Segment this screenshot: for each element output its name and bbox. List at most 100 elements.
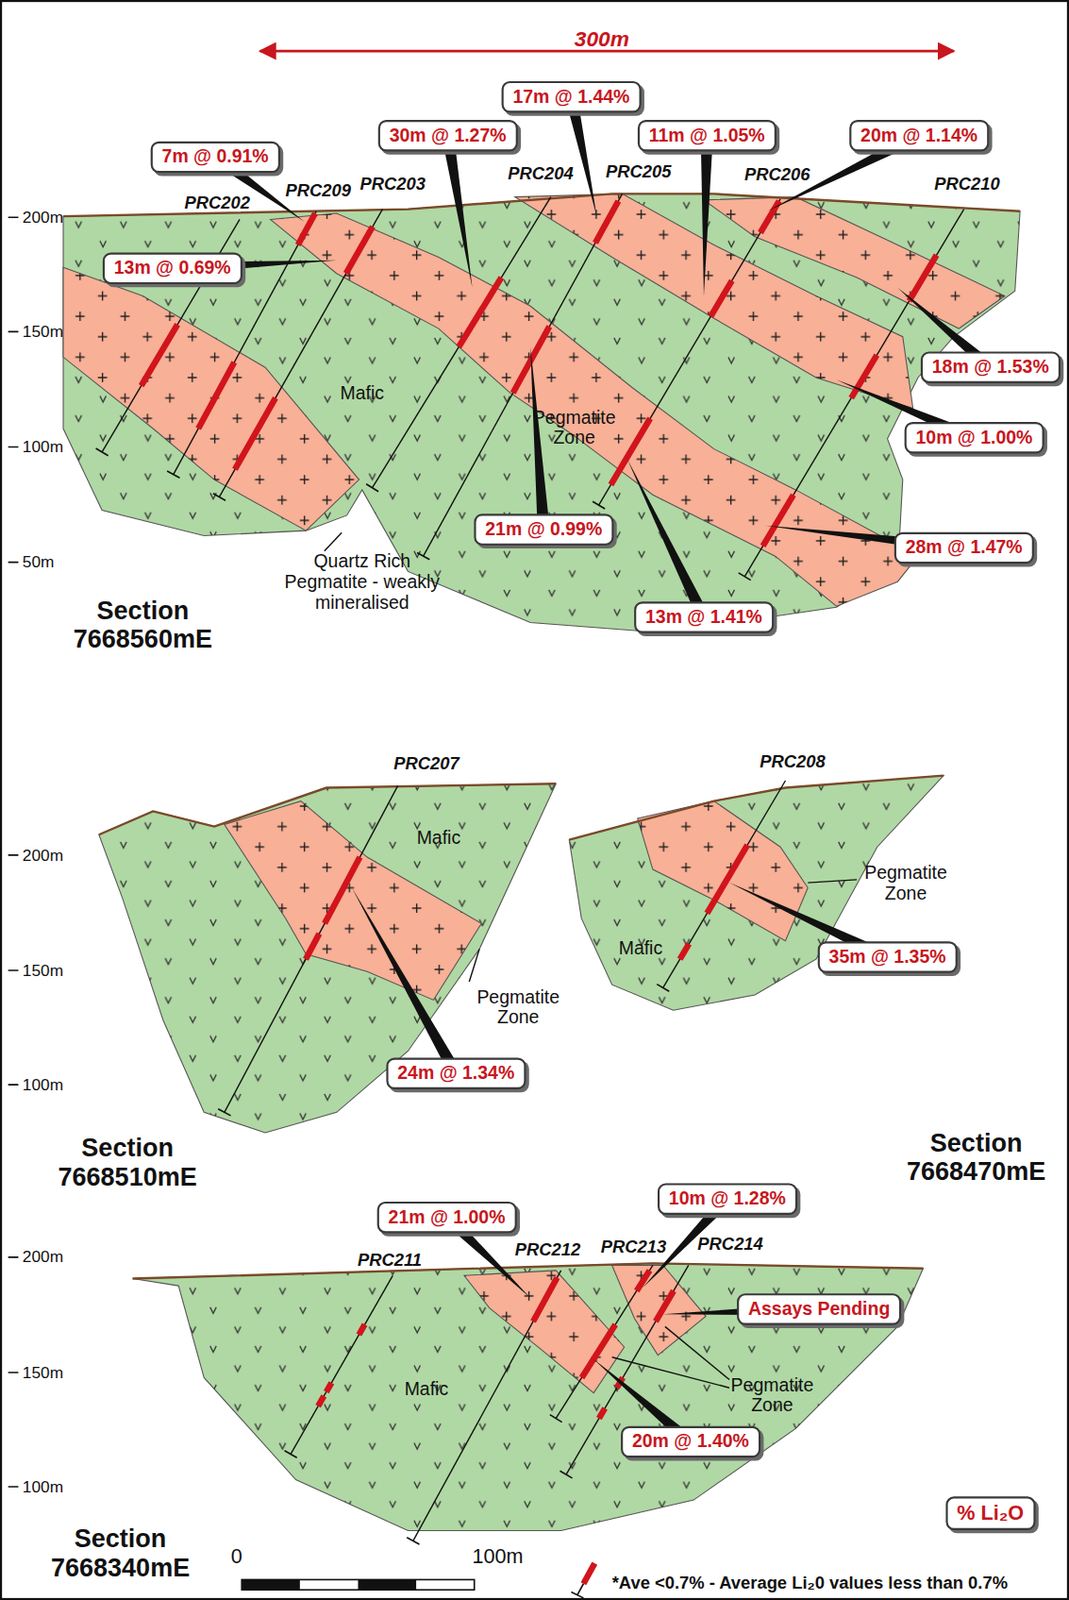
elevation-label: 200m: [22, 208, 64, 227]
assay-interval: [760, 200, 780, 234]
assay-interval: [324, 856, 360, 923]
hole-end: [592, 501, 605, 509]
assay-interval: [533, 1276, 557, 1320]
assay-text: 17m @ 1.44%: [512, 85, 630, 107]
assay-text: 11m @ 1.05%: [649, 124, 766, 146]
section-title: Section 7668340mE: [43, 1524, 197, 1581]
drill-hole: [663, 780, 786, 987]
rock-label: Pegmatite Zone: [723, 1374, 821, 1416]
assay-interval: [655, 1290, 674, 1321]
hole-name: PRC205: [605, 163, 671, 183]
drill-holes: [96, 193, 965, 1544]
hole-name: PRC210: [934, 175, 1000, 195]
geology: [63, 193, 1020, 1530]
hole-name: PRC207: [393, 754, 459, 774]
hole-name: PRC203: [359, 175, 425, 195]
drill-hole: [413, 1269, 562, 1540]
assay-text: 20m @ 1.14%: [860, 124, 978, 146]
hole-name: PRC211: [357, 1251, 422, 1270]
assay-interval: [706, 844, 748, 913]
assay-callout: 17m @ 1.44%: [501, 81, 642, 114]
assay-interval: [358, 1323, 365, 1335]
assay-text: 13m @ 1.41%: [645, 606, 763, 628]
assay-interval: [326, 1382, 333, 1392]
assay-text: 7m @ 0.91%: [162, 146, 269, 168]
hole-end: [559, 1469, 572, 1478]
hole-name: PRC202: [184, 194, 251, 214]
hole-end: [217, 1108, 231, 1116]
elevation-label: 100m: [22, 1477, 64, 1496]
drill-hole: [372, 197, 552, 488]
assay-callout: 10m @ 1.00%: [904, 421, 1045, 454]
scale-bar: [241, 1578, 474, 1589]
assay-callout: 20m @ 1.40%: [620, 1425, 761, 1458]
assay-interval: [763, 494, 794, 546]
elevation-label: 100m: [22, 437, 64, 456]
assay-interval: [317, 1395, 324, 1406]
elevation-label: 150m: [22, 1362, 64, 1381]
hole-end: [656, 984, 669, 992]
rock-label: Mafic: [417, 828, 462, 849]
drill-hole: [173, 211, 317, 475]
assay-callout: 21m @ 0.99%: [473, 513, 614, 546]
assay-text: 21m @ 1.00%: [388, 1205, 506, 1227]
dimension-label: 0: [231, 1544, 243, 1568]
assay-callout: 13m @ 1.41%: [634, 601, 774, 634]
assay-interval: [599, 1407, 605, 1419]
leader-wedge: [351, 886, 462, 1076]
assay-callout: Assays Pending: [736, 1292, 902, 1325]
hole-name: PRC214: [697, 1235, 763, 1254]
ground-surface: [63, 193, 1020, 1278]
hole-name: PRC212: [515, 1240, 581, 1260]
rock-label: Mafic: [404, 1379, 450, 1400]
assay-callout: % Li₂O: [945, 1495, 1036, 1530]
assay-text: 21m @ 0.99%: [484, 518, 602, 540]
rock-label: Pegmatite Zone: [525, 408, 623, 450]
assay-interval: [298, 213, 316, 246]
hole-end: [96, 448, 109, 456]
legend-text: *Ave <0.7% - Average Li₂0 values less th…: [612, 1573, 1008, 1593]
assay-callout: 28m @ 1.47%: [894, 532, 1035, 565]
drill-hole: [218, 209, 383, 498]
assay-text: 20m @ 1.40%: [632, 1430, 750, 1452]
section-title: Section 7668560mE: [66, 596, 219, 652]
assay-callout: 24m @ 1.34%: [385, 1056, 526, 1089]
leader-wedge: [627, 458, 710, 619]
drill-hole: [744, 209, 964, 577]
hole-name: PRC208: [759, 751, 825, 771]
section-title: Section 7668510mE: [50, 1134, 204, 1190]
hole-end: [550, 1414, 563, 1422]
hole-end: [738, 572, 752, 581]
label-leaders: [324, 532, 857, 1387]
leader-wedge: [701, 135, 714, 297]
hole-name: PRC204: [507, 165, 573, 184]
assay-text: 18m @ 1.53%: [932, 356, 1050, 378]
assay-callout: 13m @ 0.69%: [102, 252, 243, 285]
hole-end: [417, 552, 430, 560]
legend-mark: [570, 1562, 595, 1598]
hole-name: PRC206: [744, 166, 810, 185]
assay-callout: 30m @ 1.27%: [378, 119, 518, 152]
rock-label: Pegmatite Zone: [857, 863, 955, 904]
assay-text: 10m @ 1.00%: [915, 426, 1033, 448]
assay-callout: 10m @ 1.28%: [657, 1182, 798, 1215]
rock-label: Pegmatite Zone: [469, 987, 568, 1029]
drill-hole: [599, 199, 781, 505]
elevation-label: 150m: [22, 961, 64, 980]
dimension-label: 100m: [472, 1544, 524, 1568]
elevation-label: 150m: [22, 322, 64, 341]
assay-text: 24m @ 1.34%: [397, 1062, 515, 1084]
callout-leaders: [171, 95, 995, 1446]
elevation-label: 50m: [22, 552, 55, 571]
rock-label: Mafic: [618, 938, 664, 959]
assay-interval: [346, 226, 373, 274]
assay-interval: [582, 1323, 617, 1377]
hole-name: PRC213: [601, 1237, 667, 1257]
assay-callout: 7m @ 0.91%: [150, 141, 281, 174]
assay-text: % Li₂O: [956, 1501, 1024, 1524]
hole-name: PRC209: [285, 182, 351, 201]
elevation-label: 200m: [22, 1247, 64, 1266]
